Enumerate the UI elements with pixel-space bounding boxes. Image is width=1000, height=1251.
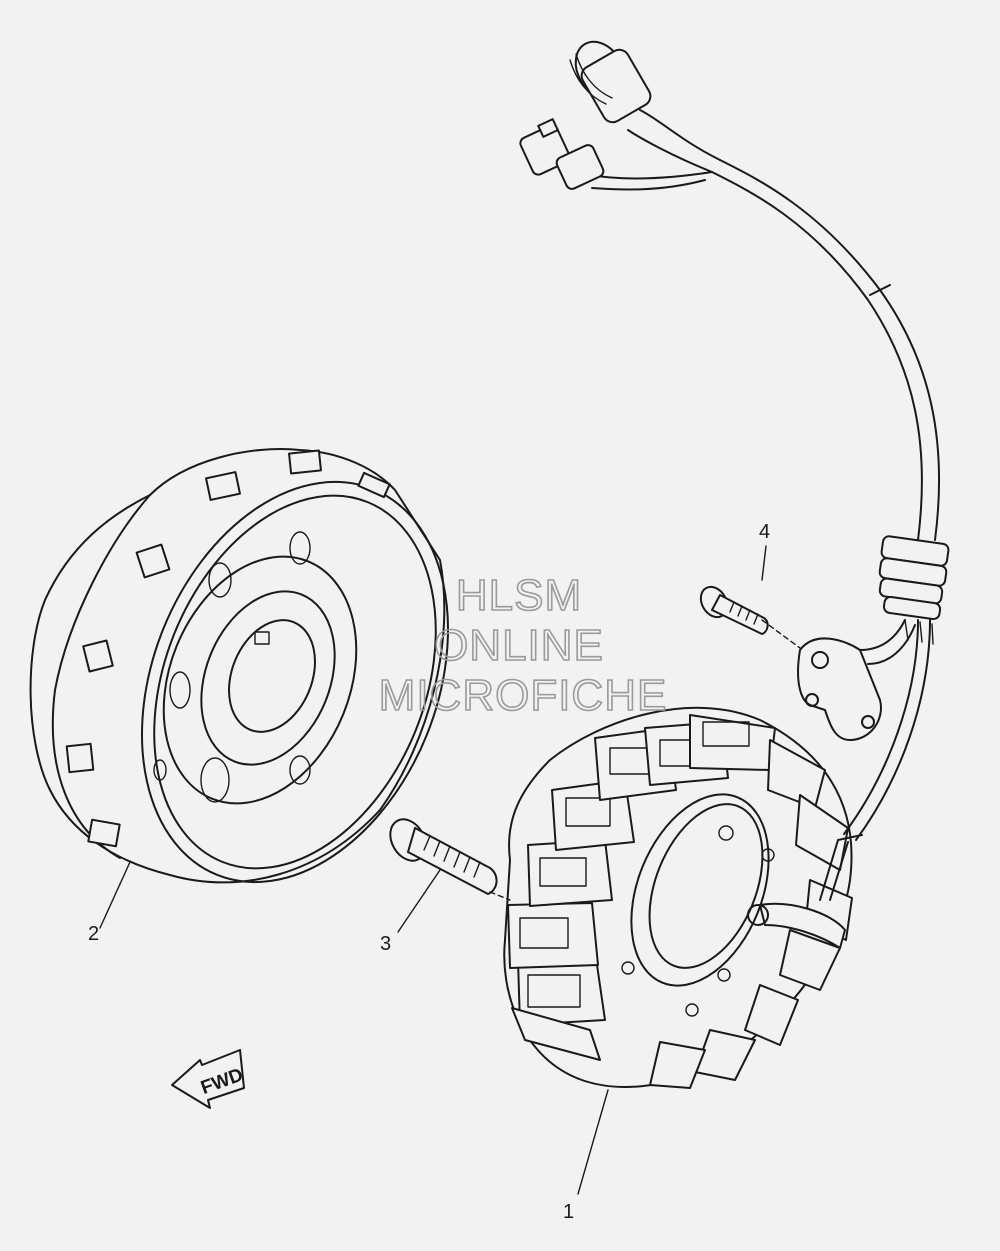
callout-screw: 4: [759, 521, 770, 543]
callout-rotor: 2: [88, 923, 99, 945]
watermark: HLSM ONLINE MICROFICHE: [378, 570, 668, 721]
watermark-line3: MICROFICHE: [379, 671, 668, 720]
bolt: [389, 818, 498, 895]
callout-stator: 1: [563, 1201, 574, 1223]
watermark-line2: ONLINE: [434, 621, 604, 670]
rotor-flywheel: [29, 448, 449, 884]
screw: [699, 585, 769, 635]
harness-grommet: [878, 535, 950, 645]
callout-bolt: 3: [380, 933, 391, 955]
watermark-line1: HLSM: [456, 571, 582, 620]
fwd-arrow: FWD: [171, 1049, 246, 1109]
harness-connector-small: [519, 118, 605, 190]
pickup-coil: [797, 619, 916, 741]
leader-lines: [99, 545, 801, 1195]
harness-connector-large: [569, 40, 652, 124]
stator-coil: [503, 706, 863, 1089]
wire-harness: [519, 40, 950, 841]
